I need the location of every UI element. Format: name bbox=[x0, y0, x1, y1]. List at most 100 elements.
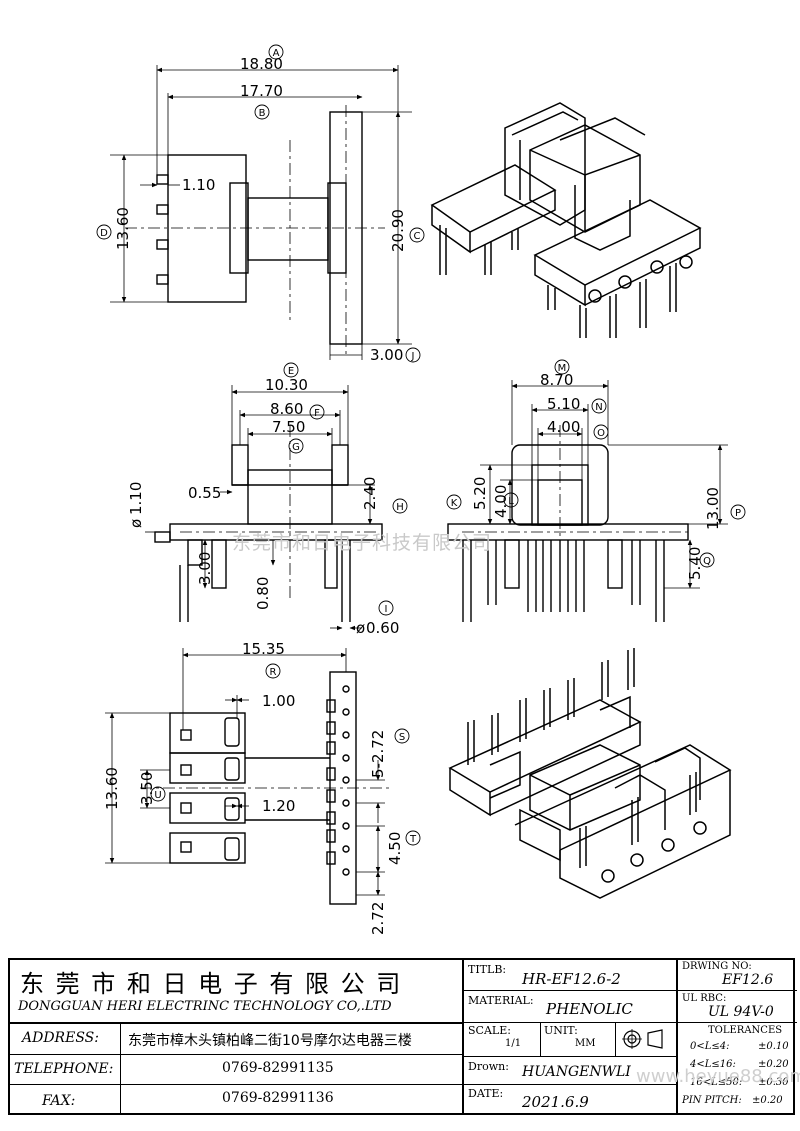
svg-text:M: M bbox=[558, 363, 567, 374]
svg-text:B: B bbox=[259, 108, 266, 119]
dim-1-20: 1.20 bbox=[262, 797, 295, 815]
marker-c: C bbox=[409, 227, 425, 243]
side-view-dim-labels: 8.70 5.10 4.00 5.20 4.00 13.00 5.40 bbox=[471, 371, 722, 580]
svg-text:I: I bbox=[385, 604, 388, 615]
dim-4-00-b: 4.00 bbox=[492, 485, 510, 518]
dim-dia-1-10: 1.10 bbox=[127, 482, 145, 515]
marker-r: R bbox=[265, 663, 281, 679]
marker-j: J bbox=[405, 347, 421, 363]
marker-d: D bbox=[96, 224, 112, 240]
drawing-no-label: DRWING NO: bbox=[682, 961, 752, 972]
svg-text:U: U bbox=[154, 790, 161, 801]
projection-symbol-icon bbox=[622, 1029, 663, 1049]
dim-5-40: 5.40 bbox=[686, 547, 704, 580]
bottom-view bbox=[140, 671, 390, 905]
marker-u: U bbox=[150, 786, 166, 802]
svg-text:S: S bbox=[399, 732, 405, 743]
svg-text:L: L bbox=[508, 496, 514, 507]
title-value: HR-EF12.6-2 bbox=[522, 970, 621, 988]
marker-l: L bbox=[503, 492, 519, 508]
svg-text:E: E bbox=[288, 366, 294, 377]
unit-label: UNIT: bbox=[544, 1024, 578, 1037]
marker-a: A bbox=[268, 44, 284, 60]
telephone-label: TELEPHONE: bbox=[14, 1061, 114, 1077]
dim-5-10: 5.10 bbox=[547, 395, 580, 413]
dim-15-35: 15.35 bbox=[242, 640, 285, 658]
svg-text:T: T bbox=[409, 834, 417, 845]
tol-2-value: ±0.20 bbox=[758, 1059, 789, 1070]
dim-10-30: 10.30 bbox=[265, 376, 308, 394]
scale-label: SCALE: bbox=[468, 1024, 511, 1037]
top-view-dim-labels: 18.80 17.70 1.10 13.60 20.90 3.00 bbox=[114, 55, 407, 364]
tol-2-range: 4<L≤16: bbox=[690, 1059, 736, 1070]
dia-symbol: ø bbox=[127, 519, 145, 528]
address-label: ADDRESS: bbox=[22, 1030, 99, 1046]
svg-text:J: J bbox=[411, 351, 415, 362]
marker-m: M bbox=[554, 359, 570, 375]
date-value: 2021.6.9 bbox=[522, 1093, 589, 1111]
svg-text:G: G bbox=[292, 442, 300, 453]
tol-4-range: PIN PITCH: bbox=[682, 1095, 742, 1106]
bottom-view-dim-labels: 15.35 1.00 13.60 3.50 1.20 5-2.72 4.50 2… bbox=[103, 640, 404, 935]
technical-drawing: 18.80 17.70 1.10 13.60 20.90 3.00 bbox=[96, 44, 746, 935]
iso-view-2 bbox=[448, 648, 732, 899]
fax-value: 0769-82991136 bbox=[222, 1090, 334, 1106]
ul-label: UL RBC: bbox=[682, 993, 727, 1004]
front-view bbox=[154, 425, 383, 622]
dim-5-2-72: 5-2.72 bbox=[369, 730, 387, 778]
dim-1-10: 1.10 bbox=[182, 176, 215, 194]
dim-5-20: 5.20 bbox=[471, 477, 489, 510]
scale-value: 1/1 bbox=[505, 1038, 522, 1049]
drawn-value: HUANGENWLI bbox=[522, 1064, 631, 1080]
fax-label: FAX: bbox=[42, 1093, 76, 1109]
dim-7-50: 7.50 bbox=[272, 418, 305, 436]
svg-text:Q: Q bbox=[703, 556, 711, 567]
dim-1-00: 1.00 bbox=[262, 692, 295, 710]
title-block: 东 莞 市 和 日 电 子 有 限 公 司 DONGGUAN HERI ELEC… bbox=[8, 958, 797, 1115]
marker-k: K bbox=[446, 494, 462, 510]
marker-labels: A B C D E F G H I J K L M N O P Q R S T … bbox=[96, 44, 746, 846]
dim-2-40: 2.40 bbox=[361, 477, 379, 510]
watermark-company: 东莞市和日电子科技有限公司 bbox=[232, 532, 493, 554]
svg-text:K: K bbox=[451, 498, 458, 509]
top-view bbox=[125, 105, 385, 355]
marker-o: O bbox=[593, 424, 609, 440]
date-label: DATE: bbox=[468, 1087, 504, 1100]
dim-0-80: 0.80 bbox=[254, 577, 272, 610]
front-view-dim-labels: 10.30 8.60 7.50 0.55 2.40 3.00 0.80 0.60… bbox=[127, 376, 399, 637]
dim-18-80: 18.80 bbox=[240, 55, 283, 73]
tol-3-value: ±0.30 bbox=[758, 1077, 789, 1088]
material-value: PHENOLIC bbox=[546, 1000, 633, 1018]
marker-i: I bbox=[378, 600, 394, 616]
company-name-en: DONGGUAN HERI ELECTRINC TECHNOLOGY CO,.L… bbox=[18, 999, 392, 1014]
svg-text:P: P bbox=[735, 508, 741, 519]
telephone-value: 0769-82991135 bbox=[222, 1060, 334, 1076]
dia-symbol-2: ø bbox=[356, 619, 365, 637]
dim-20-90: 20.90 bbox=[389, 209, 407, 252]
iso-view-1 bbox=[430, 102, 702, 338]
unit-value: MM bbox=[575, 1038, 596, 1049]
dim-8-70: 8.70 bbox=[540, 371, 573, 389]
drawn-label: Drown: bbox=[468, 1060, 509, 1073]
marker-e: E bbox=[283, 362, 299, 378]
dim-17-70: 17.70 bbox=[240, 82, 283, 100]
dim-0-60: 0.60 bbox=[366, 619, 399, 637]
marker-n: N bbox=[591, 398, 607, 414]
title-label: TITLB: bbox=[468, 963, 507, 976]
dim-0-55: 0.55 bbox=[188, 484, 221, 502]
drawing-no-value: EF12.6 bbox=[722, 972, 774, 988]
svg-text:A: A bbox=[273, 48, 280, 59]
svg-text:N: N bbox=[595, 402, 602, 413]
dim-3-00-front: 3.00 bbox=[196, 552, 214, 585]
bottom-view-dims bbox=[105, 648, 385, 896]
side-view bbox=[447, 425, 690, 622]
front-view-dims bbox=[145, 385, 375, 631]
tol-1-value: ±0.10 bbox=[758, 1041, 789, 1052]
marker-p: P bbox=[730, 504, 746, 520]
dim-13-60-top: 13.60 bbox=[114, 207, 132, 250]
tol-3-range: 16<L≤50: bbox=[690, 1077, 743, 1088]
material-label: MATERIAL: bbox=[468, 994, 534, 1007]
marker-g: G bbox=[288, 438, 304, 454]
top-view-dims bbox=[110, 65, 412, 360]
ul-value: UL 94V-0 bbox=[708, 1004, 774, 1020]
